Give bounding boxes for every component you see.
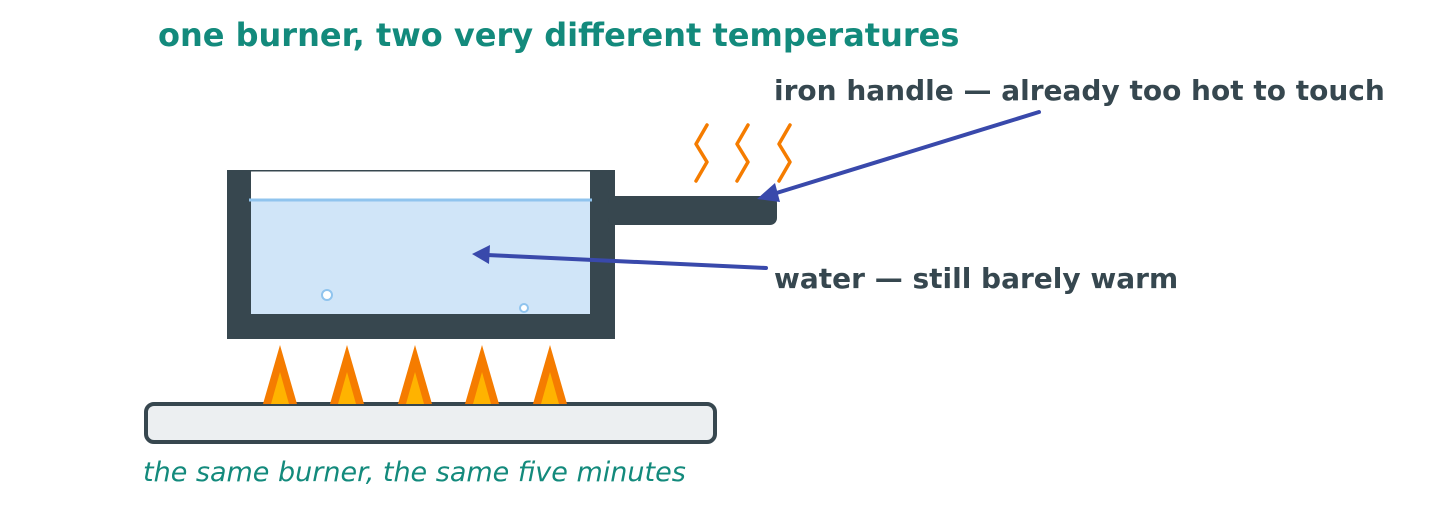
arrow-to-water xyxy=(472,245,768,270)
flame-icon xyxy=(330,345,364,404)
bubble xyxy=(519,303,529,313)
burner-flames xyxy=(263,345,567,404)
pot-bottom xyxy=(227,314,615,339)
flame-icon xyxy=(398,345,432,404)
water-label: water — still barely warm xyxy=(774,262,1179,295)
flame-icon xyxy=(465,345,499,404)
pot xyxy=(227,170,615,339)
handle-label: iron handle — already too hot to touch xyxy=(774,74,1385,107)
pot-rim xyxy=(251,170,590,172)
flame-icon xyxy=(533,345,567,404)
flame-icon xyxy=(263,345,297,404)
pot-wall-right xyxy=(590,170,615,339)
zigzag-heat-icon xyxy=(694,123,792,183)
caption: the same burner, the same five minutes xyxy=(143,457,686,488)
bubble xyxy=(321,289,333,301)
heat-wave xyxy=(777,123,792,183)
iron-handle xyxy=(608,196,777,225)
diagram-title: one burner, two very different temperatu… xyxy=(158,16,960,54)
arrow-to-handle xyxy=(757,110,1041,202)
pot-wall-left xyxy=(227,170,251,339)
stove-plate xyxy=(144,402,717,444)
heat-wave xyxy=(694,123,709,183)
heat-wave xyxy=(735,123,750,183)
